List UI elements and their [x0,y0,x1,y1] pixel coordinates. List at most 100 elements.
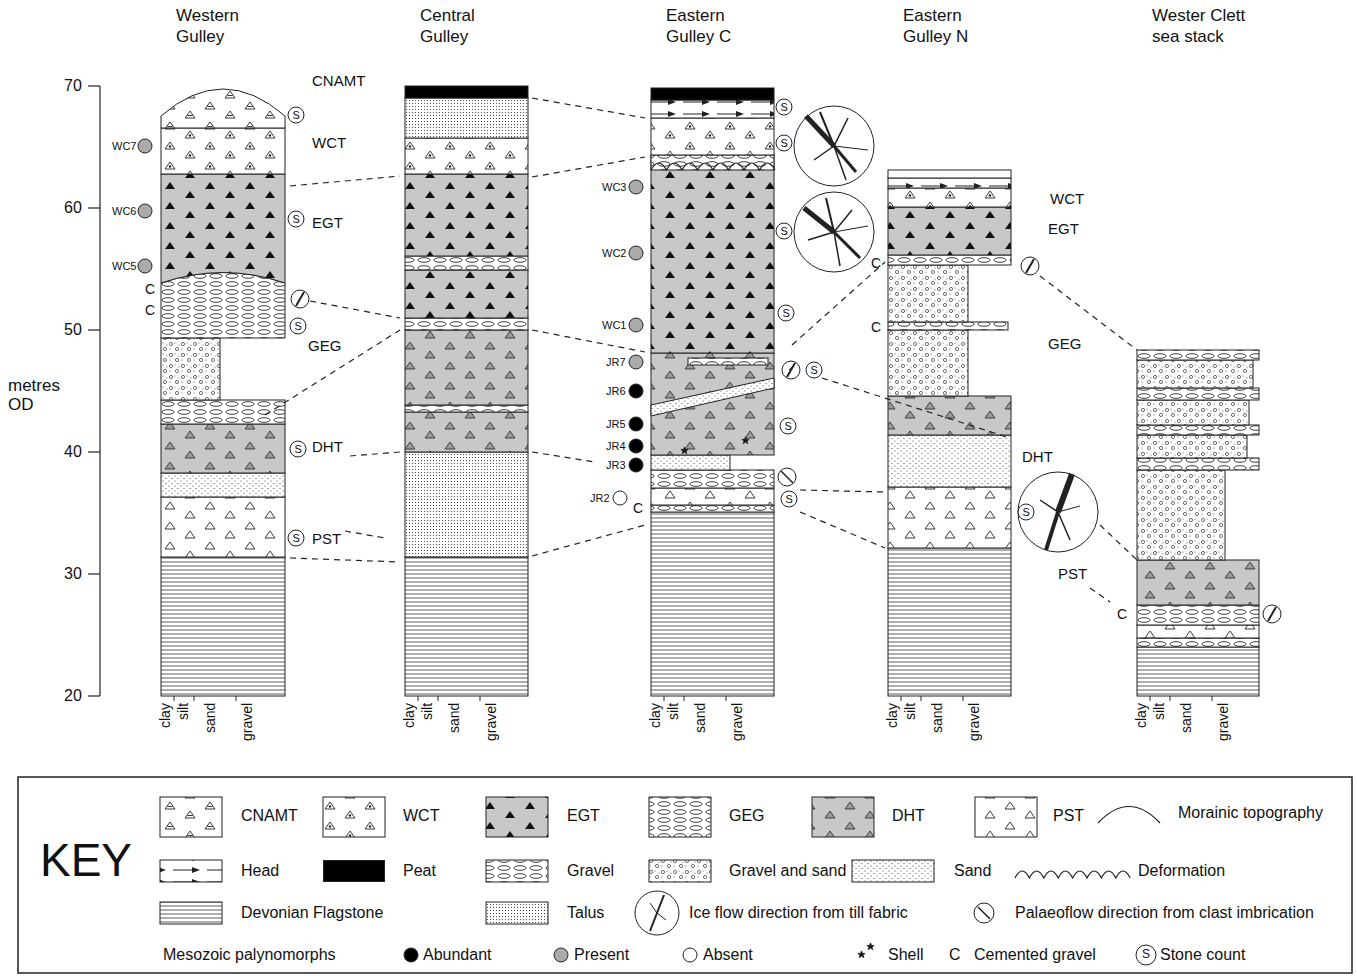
label-text: 20 [64,687,82,705]
label-text: WC5 [112,260,136,273]
label-text: C [871,319,881,335]
legend-text: CNAMT [241,807,298,825]
grain-size-label: sand [202,703,218,733]
label-text: Mesozoic palynomorphs [163,946,336,964]
grain-size-label: gravel [483,703,499,741]
grain-size-label: silt [665,703,681,720]
label-text: C [633,500,643,516]
label-text: WCT [312,134,346,151]
grain-size-label: clay [1133,703,1149,728]
stone-count-mark: S [783,307,790,320]
legend-text: Morainic topography [1178,804,1323,822]
label-text: JR2 [590,492,610,505]
legend-text: Absent [703,946,753,964]
stone-count-mark: S [786,493,793,506]
central-log [405,86,528,696]
grain-size-label: silt [902,703,918,720]
legend-text: WCT [403,807,439,825]
label-text: WC3 [602,181,626,194]
stone-count-mark: S [293,213,300,226]
grain-size-label: sand [1178,703,1194,733]
stone-count-mark: S [295,443,302,456]
legend-text: Devonian Flagstone [241,904,383,922]
legend-text: PST [1053,807,1084,825]
stone-count-mark: S [293,109,300,122]
legend-text: Gravel [567,862,614,880]
grain-size-label: clay [647,703,663,728]
label-text: CNAMT [312,72,365,89]
grain-size-label: sand [929,703,945,733]
log-column: Eastern Gulley N [888,5,1012,696]
label-text: PST [312,530,341,547]
log-column: Wester Clett sea stack [1137,5,1261,696]
label-text: DHT [312,438,343,455]
label-text: EGT [1048,220,1079,237]
legend-text: Palaeoflow direction from clast imbricat… [1015,904,1314,922]
label-text: 50 [64,321,82,339]
label-text: C [145,281,155,297]
legend-text: Deformation [1138,862,1225,880]
legend-text: Gravel and sand [729,862,846,880]
label-text: 70 [64,77,82,95]
label-text: C [1117,606,1127,622]
label-text: 40 [64,443,82,461]
western-log [138,89,309,696]
label-text: JR4 [606,440,626,453]
stone-count-mark: S [781,225,788,238]
grain-size-label: sand [446,703,462,733]
legend-text: EGT [567,807,600,825]
correlation-lines [265,98,1137,602]
legend-text: DHT [892,807,925,825]
log-column: Western Gulley [161,5,285,696]
wester-clett-log [1137,350,1281,696]
legend-text: Shell [888,946,924,964]
legend-text: Talus [567,904,604,922]
legend-text: Stone count [1160,946,1245,964]
label-text: WC2 [602,247,626,260]
grain-size-label: gravel [1215,703,1231,741]
grain-size-label: clay [884,703,900,728]
label-text: EGT [312,214,343,231]
log-column: Central Gulley [405,5,529,696]
grain-size-label: gravel [729,703,745,741]
key-samples [18,777,1352,973]
grain-size-label: clay [157,703,173,728]
label-text: C [871,255,881,271]
legend-text: Ice flow direction from till fabric [689,904,908,922]
label-text: JR7 [606,356,626,369]
label-text: JR3 [606,459,626,472]
height-axis [88,86,100,696]
legend-text: Head [241,862,279,880]
stone-count-mark: S [781,101,788,114]
column-heading: Eastern Gulley N [903,5,1003,48]
label-text: GEG [1048,335,1081,352]
label-text: 30 [64,565,82,583]
eastern-c-log [613,88,874,696]
stone-count-mark: S [811,364,818,377]
label-text: WCT [1050,190,1084,207]
label-text: JR5 [606,418,626,431]
legend-text: Present [574,946,629,964]
log-column: Eastern Gulley C [651,5,775,696]
column-heading: Central Gulley [420,5,520,48]
grain-size-label: gravel [966,703,982,741]
stone-count-mark: S [293,532,300,545]
label-text: metres OD [8,376,70,415]
legend-text: Sand [954,862,991,880]
grain-size-label: silt [419,703,435,720]
label-text: C [145,302,155,318]
stone-count-mark: S [785,420,792,433]
grain-size-label: gravel [239,703,255,741]
label-text: GEG [308,337,341,354]
grain-scale [174,696,1212,701]
stone-count-mark: S [781,137,788,150]
grain-size-label: silt [175,703,191,720]
grain-size-label: clay [401,703,417,728]
legend-text: Abundant [423,946,492,964]
legend-text: Cemented gravel [974,946,1096,964]
stone-count-mark: S [295,320,302,333]
column-heading: Wester Clett sea stack [1152,5,1252,48]
grain-size-label: sand [692,703,708,733]
label-text: DHT [1022,448,1053,465]
column-heading: Western Gulley [176,5,276,48]
